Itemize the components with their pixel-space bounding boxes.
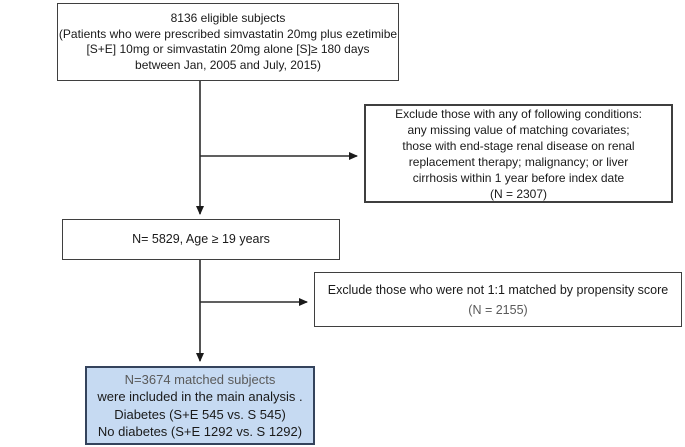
eligible-line-1: 8136 eligible subjects xyxy=(170,11,286,25)
exclusion1-line-4: replacement therapy; malignancy; or live… xyxy=(408,154,629,169)
exclusion1-line-3: those with end-stage renal disease on re… xyxy=(402,138,635,153)
age-filter-box: N= 5829, Age ≥ 19 years xyxy=(62,219,340,260)
age-filter-text: N= 5829, Age ≥ 19 years xyxy=(132,231,270,246)
exclusion1-count: (N = 2307) xyxy=(489,186,548,201)
exclusion2-count: (N = 2155) xyxy=(468,302,528,317)
matched-line-1: N=3674 matched subjects xyxy=(124,371,276,387)
exclusion1-line-5: cirrhosis within 1 year before index dat… xyxy=(412,170,625,185)
eligible-line-4: between Jan, 2005 and July, 2015) xyxy=(135,57,321,72)
eligible-line-2: (Patients who were prescribed simvastati… xyxy=(58,26,398,41)
eligible-subjects-box: 8136 eligible subjects (Patients who wer… xyxy=(57,3,399,81)
exclusion2-line-1: Exclude those who were not 1:1 matched b… xyxy=(327,282,669,297)
matched-line-4: No diabetes (S+E 1292 vs. S 1292) xyxy=(97,424,303,439)
matched-line-3: Diabetes (S+E 545 vs. S 545) xyxy=(114,406,286,422)
exclusion-conditions-box: Exclude those with any of following cond… xyxy=(364,104,673,203)
exclusion1-line-1: Exclude those with any of following cond… xyxy=(395,106,642,121)
matched-subjects-box: N=3674 matched subjects were included in… xyxy=(85,366,315,445)
eligible-line-3: [S+E] 10mg or simvastatin 20mg alone [S]… xyxy=(86,42,370,56)
exclusion-propensity-box: Exclude those who were not 1:1 matched b… xyxy=(314,272,682,327)
exclusion1-line-2: any missing value of matching covariates… xyxy=(407,122,630,137)
matched-line-2: were included in the main analysis . xyxy=(97,389,303,404)
